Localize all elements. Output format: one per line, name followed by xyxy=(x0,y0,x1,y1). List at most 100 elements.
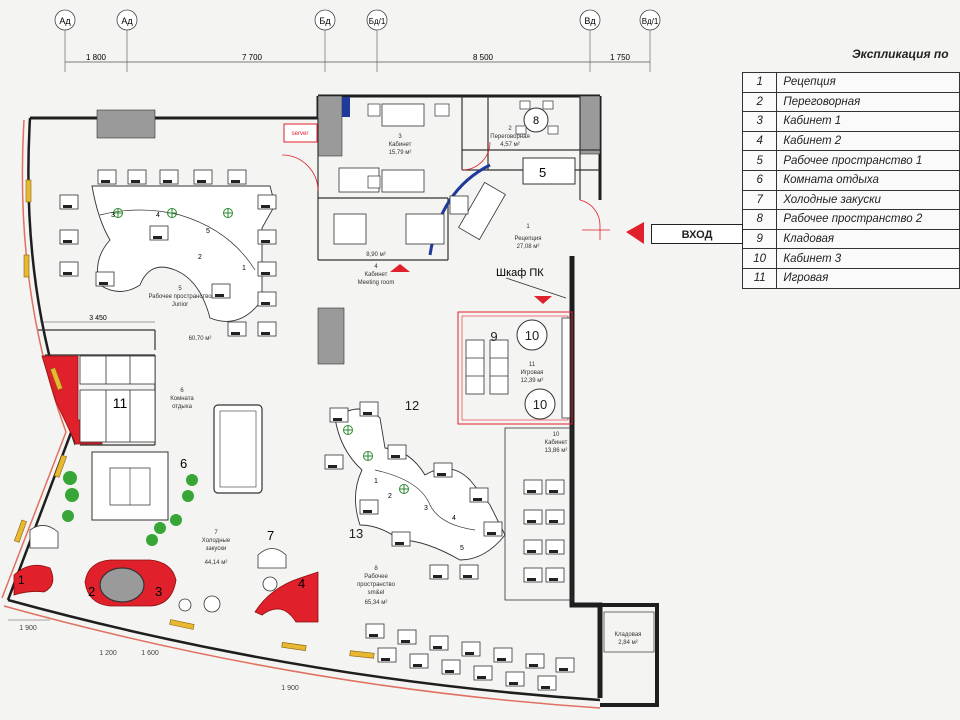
rest-sofa xyxy=(79,355,156,443)
marker-number: 3 xyxy=(155,584,162,599)
axis-marker xyxy=(314,9,336,31)
red-triangles xyxy=(390,222,644,304)
server-rack xyxy=(283,123,318,143)
svg-text:1 900: 1 900 xyxy=(19,625,37,632)
dim-3450: 3 450 xyxy=(89,315,107,322)
armchair xyxy=(257,548,287,569)
game-tv xyxy=(561,317,571,419)
reception-box xyxy=(522,157,576,185)
axis-marker xyxy=(116,9,138,31)
legend-room-name: Игровая xyxy=(776,267,960,289)
round-table xyxy=(99,567,145,603)
marker-number: 2 xyxy=(88,584,95,599)
legend-number: 5 xyxy=(741,150,778,171)
svg-text:Meeting room: Meeting room xyxy=(358,280,395,286)
door-arcs xyxy=(281,141,610,240)
svg-text:10: 10 xyxy=(553,432,560,438)
legend-room-name: Комната отдыха xyxy=(776,169,960,191)
svg-text:Игровая: Игровая xyxy=(521,370,544,376)
svg-text:44,14 м²: 44,14 м² xyxy=(205,560,228,566)
legend-room-name: Холодные закуски xyxy=(776,189,960,211)
billiard-inner xyxy=(219,410,257,488)
lounge-sofa xyxy=(91,451,169,521)
svg-text:65,34 м²: 65,34 м² xyxy=(365,600,388,606)
svg-text:пространство: пространство xyxy=(357,582,396,588)
legend-title: Экспликация по xyxy=(852,47,949,61)
svg-text:13,86 м²: 13,86 м² xyxy=(545,448,568,454)
svg-text:1: 1 xyxy=(526,224,530,230)
svg-text:Рабочее пространство: Рабочее пространство xyxy=(148,294,212,300)
big-markers: 9 10 10 12 13 xyxy=(349,328,547,541)
axis-dimension: 1 800 xyxy=(86,53,107,62)
svg-text:8: 8 xyxy=(374,566,378,572)
axis-marker xyxy=(579,9,601,31)
legend-room-name: Кабинет 3 xyxy=(776,248,960,269)
legend-number: 7 xyxy=(741,189,778,211)
yellow-benches xyxy=(13,179,375,659)
billiard-table xyxy=(213,404,263,494)
legend-number: 4 xyxy=(741,130,778,152)
legend-room-name: Кладовая xyxy=(776,228,960,250)
svg-text:13: 13 xyxy=(349,526,363,541)
svg-text:Комната: Комната xyxy=(170,396,194,402)
game-table xyxy=(524,388,556,420)
desk-number: 3 xyxy=(111,212,115,219)
axis-marker xyxy=(54,9,76,31)
server-label: server xyxy=(292,131,309,137)
marker-number: 6 xyxy=(180,456,187,471)
marker-number: 5 xyxy=(539,165,546,180)
game-room xyxy=(457,311,573,425)
legend-number: 3 xyxy=(741,111,778,132)
axis-marker xyxy=(366,9,388,31)
desk-number: 1 xyxy=(374,478,378,485)
armchair xyxy=(29,525,59,549)
legend-room-name: Кабинет 2 xyxy=(776,130,960,152)
desk-number: 3 xyxy=(424,505,428,512)
svg-text:4: 4 xyxy=(374,264,378,270)
stools xyxy=(178,576,278,613)
svg-text:Рабочее: Рабочее xyxy=(364,574,388,580)
svg-text:отдыха: отдыха xyxy=(172,404,193,410)
axis-dimension: 8 500 xyxy=(473,53,494,62)
svg-text:8,90 м²: 8,90 м² xyxy=(366,252,385,258)
junior-divider xyxy=(99,209,256,271)
cabinet1-chairs xyxy=(367,103,450,189)
svg-text:15,79 м²: 15,79 м² xyxy=(389,150,412,156)
game-table xyxy=(516,319,548,351)
desk-number: 2 xyxy=(388,493,392,500)
reception-chair xyxy=(449,195,469,215)
meeting-table: 8 xyxy=(515,100,559,135)
axis-label: Бд/1 xyxy=(369,17,386,26)
pc-cabinet-label: Шкаф ПК xyxy=(496,267,544,279)
axis-dimension: 1 750 xyxy=(610,53,631,62)
cabinet3-room xyxy=(504,427,573,601)
red-bench-1 xyxy=(13,564,54,596)
marker-number: 8 xyxy=(533,115,539,127)
axis-grid: Ад Ад Бд Бд/1 Вд Вд/1 1 800 7 700 8 500 … xyxy=(54,9,661,72)
marker-number: 1 xyxy=(18,573,25,587)
svg-text:Рецепция: Рецепция xyxy=(514,236,541,242)
axis-label: Вд xyxy=(584,16,596,26)
legend-room-name: Рабочее пространство 1 xyxy=(776,150,960,171)
legend-number: 11 xyxy=(741,267,778,289)
legend-number: 6 xyxy=(741,169,778,191)
svg-text:12: 12 xyxy=(405,398,419,413)
svg-text:1 900: 1 900 xyxy=(281,685,299,692)
cabinet1-desks xyxy=(333,103,445,245)
svg-text:5: 5 xyxy=(178,286,182,292)
desk-number: 4 xyxy=(452,515,456,522)
marker-number: 11 xyxy=(113,395,128,411)
storage-door xyxy=(603,611,655,653)
desk-number: 1 xyxy=(242,265,246,272)
legend-room-name: Переговорная xyxy=(776,91,960,113)
